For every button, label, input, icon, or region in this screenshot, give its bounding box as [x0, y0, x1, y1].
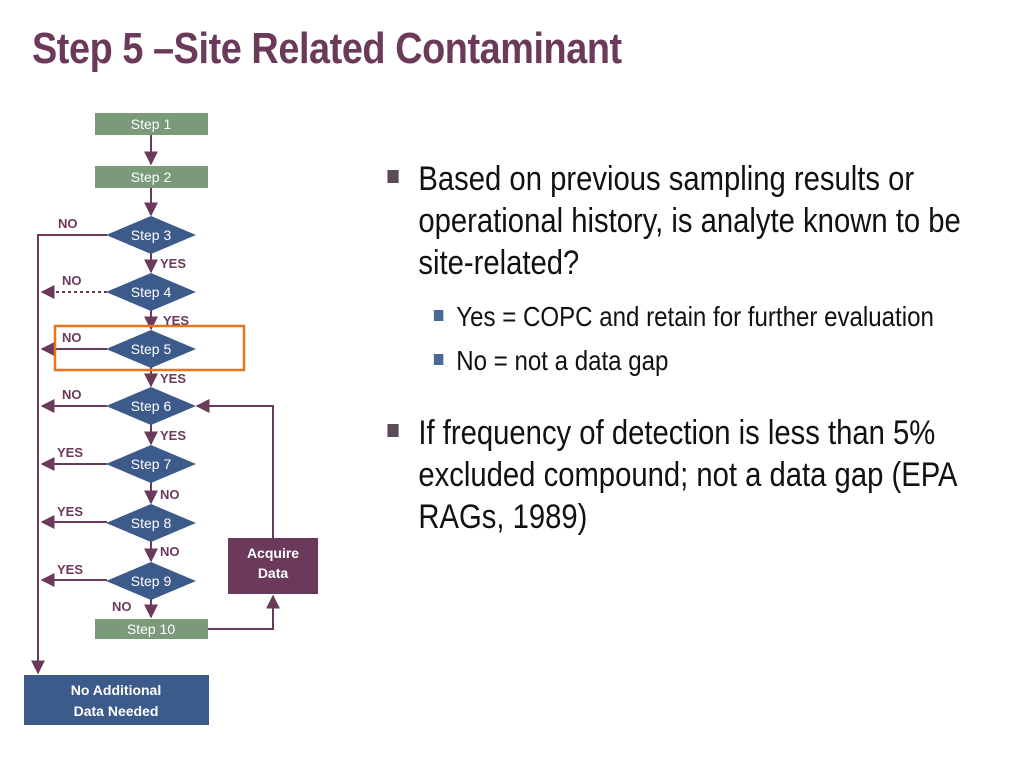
step7-no-label: NO — [160, 487, 180, 502]
step-10-box — [95, 619, 208, 639]
step-4-label: Step 4 — [131, 284, 172, 300]
acquire-data-line1: Acquire — [247, 545, 299, 561]
slide-title: Step 5 –Site Related Contaminant — [32, 24, 622, 73]
step-7-diamond: Step 7 — [106, 445, 196, 483]
bullet-frequency-detection: If frequency of detection is less than 5… — [384, 412, 969, 538]
step-8-diamond: Step 8 — [106, 504, 196, 542]
bullet-list: Based on previous sampling results or op… — [384, 158, 984, 552]
bullet-site-related-question: Based on previous sampling results or op… — [384, 158, 969, 284]
step-4-diamond: Step 4 — [106, 273, 196, 311]
bullet-spacer — [384, 386, 984, 412]
step-6-label: Step 6 — [131, 398, 172, 414]
step3-no-label: NO — [58, 216, 78, 231]
sub-bullet-yes-copc: Yes = COPC and retain for further evalua… — [384, 298, 972, 336]
step-5-diamond: Step 5 — [106, 330, 196, 368]
acquire-data-line2: Data — [258, 565, 289, 581]
step-2-label: Step 2 — [131, 169, 172, 185]
step3-yes-label: YES — [160, 256, 186, 271]
step-1-label: Step 1 — [131, 116, 172, 132]
step6-yes-label: YES — [160, 428, 186, 443]
step-6-diamond: Step 6 — [106, 387, 196, 425]
sub-bullet-no-data-gap: No = not a data gap — [384, 342, 972, 380]
arrow-step3-no-exit — [31, 234, 107, 675]
step4-no-label: NO — [62, 273, 82, 288]
step-9-diamond: Step 9 — [106, 562, 196, 600]
step-2-box — [95, 166, 208, 188]
step8-yes-label: YES — [57, 504, 83, 519]
no-additional-line2: Data Needed — [74, 703, 159, 719]
acquire-data-box — [228, 538, 318, 594]
step9-yes-label: YES — [57, 562, 83, 577]
step9-no-label: NO — [112, 599, 132, 614]
step-3-diamond: Step 3 — [106, 216, 196, 254]
step5-no-label: NO — [62, 330, 82, 345]
step-5-highlight — [53, 324, 246, 372]
step-8-label: Step 8 — [131, 515, 172, 531]
step5-yes-label: YES — [160, 371, 186, 386]
step-1-box — [95, 113, 208, 135]
step-9-label: Step 9 — [131, 573, 172, 589]
step7-yes-label: YES — [57, 445, 83, 460]
no-additional-data-box — [24, 675, 209, 725]
step6-no-label: NO — [62, 387, 82, 402]
no-additional-line1: No Additional — [71, 682, 161, 698]
arrow-acquire-step6 — [195, 399, 274, 538]
step8-no-label: NO — [160, 544, 180, 559]
arrow-step10-acquire — [208, 594, 280, 630]
step-3-label: Step 3 — [131, 227, 172, 243]
step-5-label: Step 5 — [131, 341, 172, 357]
step-10-label: Step 10 — [127, 621, 175, 637]
step4-yes-label: YES — [163, 313, 189, 328]
step-7-label: Step 7 — [131, 456, 172, 472]
